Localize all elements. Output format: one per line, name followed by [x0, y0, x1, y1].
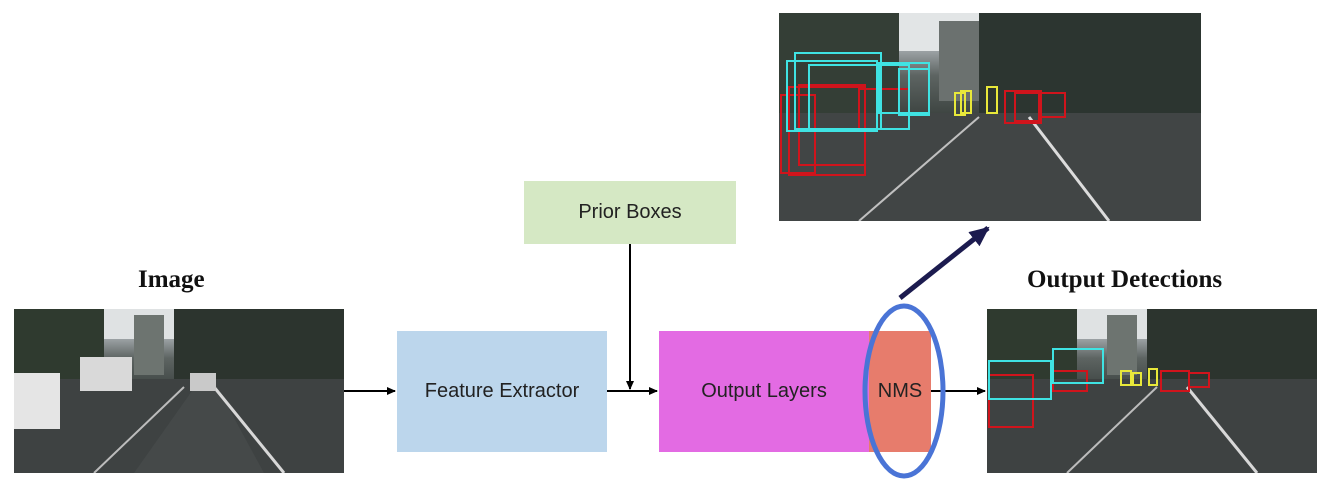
output-detections-image — [987, 309, 1317, 473]
nms-label: NMS — [877, 380, 923, 402]
detections-preview-image — [779, 13, 1201, 221]
output-layers-box: Output Layers — [659, 331, 869, 452]
image-title: Image — [138, 266, 205, 293]
output-detections-title: Output Detections — [1027, 266, 1223, 293]
input-street-image — [14, 309, 344, 473]
feature-extractor-box: Feature Extractor — [397, 331, 607, 452]
prior-boxes-label: Prior Boxes — [578, 201, 682, 223]
arrow-nms-to-preview — [898, 226, 990, 300]
prior-boxes-box: Prior Boxes — [524, 181, 736, 244]
feature-extractor-label: Feature Extractor — [424, 380, 580, 402]
nms-box: NMS — [869, 331, 931, 452]
output-layers-label: Output Layers — [701, 380, 827, 402]
